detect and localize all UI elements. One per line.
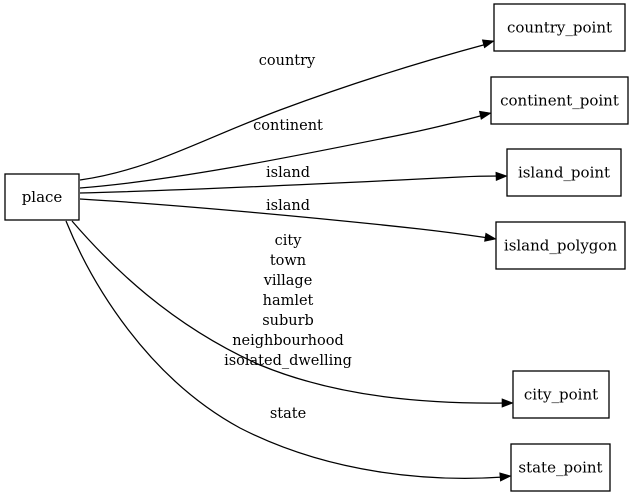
node-island_polygon[interactable]: island_polygon	[495, 221, 626, 270]
node-country_point[interactable]: country_point	[493, 3, 626, 52]
edge-place-to-island_point[interactable]	[79, 171, 508, 194]
edge-label-state_point: state	[270, 406, 306, 422]
node-island_point-box	[506, 148, 622, 197]
arrowhead-icon	[499, 472, 512, 482]
node-city_point-box	[512, 370, 610, 419]
node-city_point-label: city_point	[524, 386, 598, 404]
edge-label-line: isolated_dwelling	[224, 353, 352, 369]
edge-label-line: continent	[253, 118, 323, 134]
nodes-layer: place country_point continent_point island_…	[4, 3, 629, 492]
arrowhead-icon	[481, 39, 495, 49]
node-state_point-label: state_point	[518, 459, 602, 477]
edge-label-line: neighbourhood	[232, 333, 344, 349]
arrowhead-icon	[495, 171, 508, 182]
edge-label-continent_point: continent	[253, 118, 323, 134]
edge-label-line: country	[259, 53, 316, 69]
edge-place-to-island_polygon[interactable]	[79, 198, 497, 243]
edge-place-to-country_point[interactable]	[79, 37, 495, 181]
node-country_point-label: country_point	[507, 19, 612, 37]
edge-place-to-city_point[interactable]	[71, 220, 514, 408]
arrowhead-icon	[484, 232, 497, 242]
node-state_point-box	[510, 443, 611, 492]
arrowhead-icon	[501, 398, 514, 408]
node-city_point[interactable]: city_point	[512, 370, 610, 419]
edge-label-line: village	[263, 273, 313, 289]
node-place-label: place	[22, 188, 63, 206]
edge-label-city_point: city town village hamlet suburb neighbourhood…	[224, 233, 352, 369]
node-island_point-label: island_point	[518, 164, 610, 182]
edge-label-line: town	[270, 253, 306, 269]
edge-label-line: hamlet	[263, 293, 314, 309]
edge-label-island_polygon: island	[266, 198, 310, 214]
edge-line	[79, 175, 501, 194]
node-continent_point[interactable]: continent_point	[490, 76, 629, 125]
edge-place-to-continent_point[interactable]	[79, 109, 492, 189]
node-continent_point-box	[490, 76, 629, 125]
node-state_point[interactable]: state_point	[510, 443, 611, 492]
edge-label-line: suburb	[262, 313, 314, 329]
node-island_polygon-label: island_polygon	[504, 237, 618, 255]
node-place-box	[4, 173, 80, 221]
edge-line	[79, 43, 488, 181]
edge-line	[71, 220, 507, 404]
edge-label-line: city	[275, 233, 303, 249]
node-continent_point-label: continent_point	[500, 92, 619, 110]
node-country_point-box	[493, 3, 626, 52]
edge-label-country_point: country	[259, 53, 316, 69]
edge-line	[79, 114, 485, 189]
edge-label-island_point: island	[266, 165, 310, 181]
node-island_polygon-box	[495, 221, 626, 270]
edge-labels-layer: country continent island island city town vill…	[224, 53, 352, 422]
node-island_point[interactable]: island_point	[506, 148, 622, 197]
arrowhead-icon	[478, 110, 492, 120]
edge-place-to-state_point[interactable]	[65, 220, 512, 482]
edge-label-line: island	[266, 198, 310, 214]
edge-line	[65, 220, 505, 479]
node-place[interactable]: place	[4, 173, 80, 221]
edge-label-line: state	[270, 406, 306, 422]
edge-line	[79, 198, 490, 239]
edge-label-line: island	[266, 165, 310, 181]
edges-layer	[65, 37, 514, 482]
